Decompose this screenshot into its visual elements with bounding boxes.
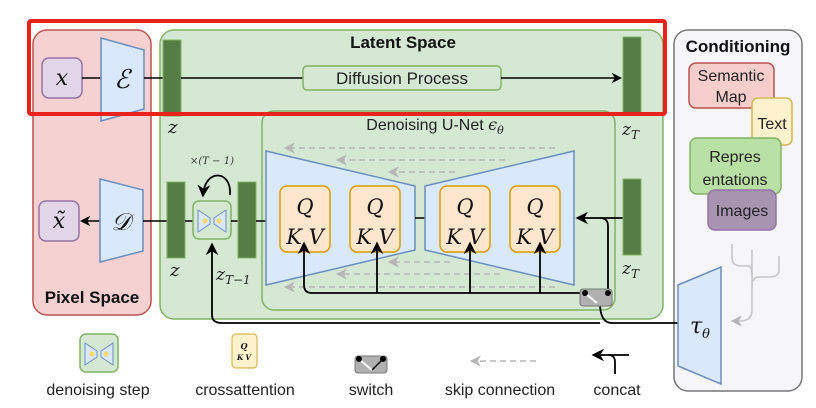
svg-text:Q: Q bbox=[241, 341, 248, 351]
query-label: Q bbox=[456, 195, 473, 219]
legend-skip-connection: skip connection bbox=[445, 355, 555, 399]
legend-crossattention: Q K V crossattention bbox=[195, 333, 295, 399]
switch-node bbox=[579, 288, 613, 307]
denoising-step-icon bbox=[79, 333, 119, 373]
conditioning-images: Images bbox=[707, 189, 777, 231]
svg-text:τθ: τθ bbox=[690, 314, 710, 342]
key-value-label: K V bbox=[285, 225, 325, 249]
conditioning-wires bbox=[205, 211, 678, 324]
loop-arrow bbox=[197, 174, 231, 198]
svg-text:x̃: x̃ bbox=[53, 209, 66, 234]
conditioning-semantic-map: Semantic Map bbox=[688, 62, 775, 109]
z-latent-bar-bottom bbox=[166, 181, 186, 259]
conditioning-representations: Repres entations bbox=[689, 137, 782, 195]
crossattention-block: Q K V bbox=[509, 185, 561, 253]
svg-text:x: x bbox=[56, 66, 69, 91]
svg-text:Semantic: Semantic bbox=[698, 68, 765, 85]
svg-text:Diffusion Process: Diffusion Process bbox=[336, 69, 468, 88]
tau-to-switch-wire bbox=[599, 302, 678, 324]
query-label: Q bbox=[526, 195, 543, 219]
x-tilde-node: x̃ bbox=[38, 200, 80, 242]
svg-text:entations: entations bbox=[703, 172, 768, 189]
z-latent-bar-top bbox=[162, 39, 182, 117]
concat-icon bbox=[591, 348, 629, 374]
svg-text:K V: K V bbox=[236, 353, 253, 362]
legend-switch: switch bbox=[349, 355, 393, 399]
denoising-step-node bbox=[192, 200, 232, 240]
zT-minus-1-latent-bar bbox=[237, 181, 257, 259]
tau-theta-node: τθ bbox=[677, 265, 722, 386]
skip-connections bbox=[283, 142, 555, 293]
tau-to-step-wire bbox=[205, 242, 600, 324]
legend-denoising-step: denoising step bbox=[46, 333, 150, 399]
crossattention-block: Q K V bbox=[439, 185, 491, 253]
svg-text:denoising step: denoising step bbox=[46, 382, 149, 399]
crossattention-block: Q K V bbox=[349, 185, 401, 253]
key-value-label: K V bbox=[445, 225, 485, 249]
svg-text:switch: switch bbox=[349, 382, 393, 399]
svg-text:crossattention: crossattention bbox=[195, 382, 295, 399]
conditioning-merge-arrows bbox=[730, 244, 780, 327]
highlight-box bbox=[27, 19, 667, 116]
zT-minus-1-label: zT−1 bbox=[215, 265, 251, 287]
pixel-space-label: Pixel Space bbox=[45, 288, 140, 307]
crossattention-block: Q K V bbox=[279, 185, 331, 253]
query-label: Q bbox=[296, 195, 313, 219]
legend-concat: concat bbox=[591, 348, 641, 399]
z-label-bottom: z bbox=[169, 260, 180, 281]
encoder-node: ℰ bbox=[100, 37, 145, 122]
legend: denoising step Q K V crossattention swit… bbox=[46, 333, 641, 399]
svg-text:skip connection: skip connection bbox=[445, 382, 555, 399]
zT-latent-bar-bottom bbox=[622, 178, 642, 256]
zT-label-bottom: zT bbox=[621, 259, 640, 281]
crossattention-icon: Q K V bbox=[231, 333, 258, 369]
concat-wire-1 bbox=[297, 241, 583, 294]
zT-latent-bar-top bbox=[622, 36, 642, 114]
svg-text:Text: Text bbox=[757, 116, 787, 133]
crossattention-blocks: Q K V Q K V Q K V Q K V bbox=[279, 185, 561, 253]
query-label: Q bbox=[366, 195, 383, 219]
svg-text:ℰ: ℰ bbox=[114, 65, 132, 95]
switch-icon bbox=[354, 355, 388, 374]
svg-text:Images: Images bbox=[716, 203, 768, 220]
key-value-label: K V bbox=[355, 225, 395, 249]
conditioning-text: Text bbox=[751, 97, 793, 146]
conditioning-label: Conditioning bbox=[686, 37, 791, 56]
latent-space-label: Latent Space bbox=[350, 33, 456, 52]
svg-text:Map: Map bbox=[715, 89, 746, 106]
loop-label: ×(T − 1) bbox=[190, 156, 234, 167]
zT-label-top: zT bbox=[621, 120, 640, 142]
x-node: x bbox=[41, 57, 83, 99]
decoder-node: 𝒟 bbox=[99, 178, 144, 263]
key-value-label: K V bbox=[515, 225, 555, 249]
svg-text:concat: concat bbox=[593, 382, 641, 399]
svg-text:Repres: Repres bbox=[709, 149, 761, 166]
z-label-top: z bbox=[167, 117, 178, 138]
diffusion-process-box: Diffusion Process bbox=[302, 65, 502, 91]
unet-label: Denoising U-Net ϵθ bbox=[366, 115, 504, 137]
